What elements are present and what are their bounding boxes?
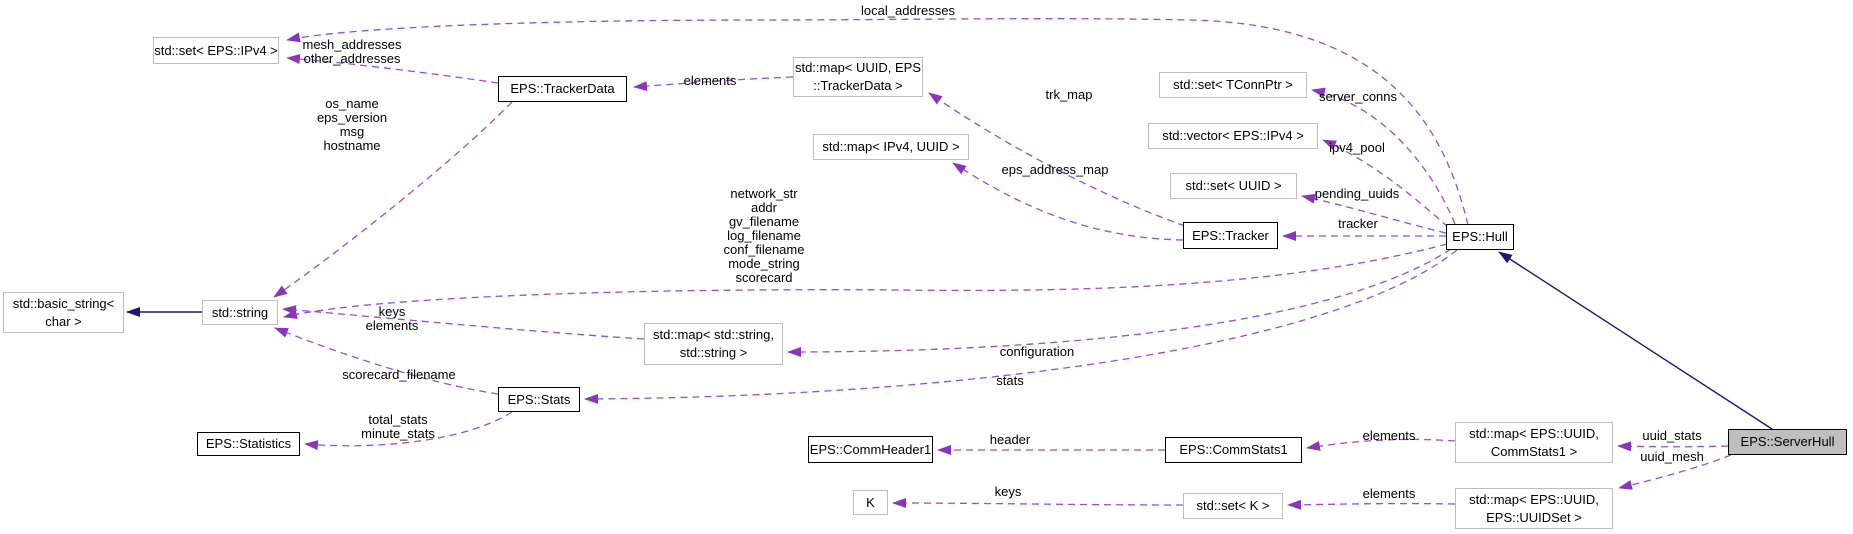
- node-map-ipv4-uuid[interactable]: std::map< IPv4, UUID >: [813, 134, 969, 160]
- edge-total-minute: [304, 411, 513, 451]
- edge-keys-elements: [282, 305, 645, 340]
- node-basic-string[interactable]: std::basic_string< char >: [3, 292, 124, 333]
- edge-uuid-stats: [1617, 441, 1729, 452]
- node-eps-stats[interactable]: EPS::Stats: [498, 387, 580, 412]
- edge-label-net-bundle: network_str addr gv_filename log_filenam…: [723, 186, 805, 285]
- node-eps-hull[interactable]: EPS::Hull: [1446, 224, 1514, 250]
- node-eps-trackerdata[interactable]: EPS::TrackerData: [498, 76, 627, 102]
- edge-label-scorecard-filename: scorecard_filename: [342, 367, 456, 382]
- edge-label-server-conns: server_conns: [1318, 89, 1398, 104]
- edge-elements-commstats: [1306, 438, 1456, 451]
- edge-label-keys-k: keys: [994, 484, 1022, 499]
- edge-label-header: header: [989, 432, 1031, 447]
- edge-trk-map: [928, 92, 1186, 227]
- edge-label-mesh-other: mesh_addresses other_addresses: [302, 37, 402, 66]
- node-eps-tracker[interactable]: EPS::Tracker: [1183, 222, 1278, 249]
- edge-label-trk-map: trk_map: [1045, 87, 1093, 102]
- edge-label-elements-uuidset: elements: [1362, 486, 1416, 501]
- edge-label-eps-address-map: eps_address_map: [1001, 162, 1109, 177]
- node-map-uuid-trackerdata[interactable]: std::map< UUID, EPS ::TrackerData >: [793, 57, 923, 97]
- node-std-string[interactable]: std::string: [202, 300, 278, 325]
- node-eps-commstats1[interactable]: EPS::CommStats1: [1165, 437, 1302, 463]
- node-map-uuid-uuidset[interactable]: std::map< EPS::UUID, EPS::UUIDSet >: [1455, 488, 1613, 529]
- edge-label-elements-commstats: elements: [1362, 428, 1416, 443]
- edge-elements-trackerdata: [633, 76, 794, 92]
- edge-server-conns: [1311, 87, 1456, 225]
- edge-keys-k: [892, 498, 1184, 509]
- edge-label-stats: stats: [996, 373, 1024, 388]
- node-vector-ipv4[interactable]: std::vector< EPS::IPv4 >: [1148, 123, 1318, 149]
- node-set-tconnptr[interactable]: std::set< TConnPtr >: [1159, 72, 1307, 98]
- node-map-uuid-commstats1[interactable]: std::map< EPS::UUID, CommStats1 >: [1455, 422, 1613, 463]
- node-eps-serverhull: EPS::ServerHull: [1728, 429, 1847, 455]
- edge-elements-uuidset: [1287, 499, 1456, 510]
- edge-label-local-addresses: local_addresses: [861, 3, 955, 18]
- edge-label-elements-trackerdata: elements: [683, 73, 737, 88]
- edge-scorecard-filename: [274, 327, 499, 395]
- edge-local-addresses: [286, 18, 1469, 226]
- node-k[interactable]: K: [853, 490, 888, 515]
- edge-eps-address-map: [952, 162, 1184, 241]
- edge-label-keys-elements: keys elements: [365, 304, 419, 333]
- edge-label-uuid-stats: uuid_stats: [1642, 428, 1702, 443]
- edge-label-uuid-mesh: uuid_mesh: [1640, 449, 1704, 464]
- node-map-string-string[interactable]: std::map< std::string, std::string >: [644, 323, 783, 365]
- node-set-uuid[interactable]: std::set< UUID >: [1170, 173, 1297, 199]
- node-set-k[interactable]: std::set< K >: [1183, 493, 1283, 519]
- edge-os-block: [273, 101, 513, 298]
- edge-mesh-other: [286, 54, 499, 84]
- edge-stats: [584, 249, 1458, 404]
- edge-label-configuration: configuration: [999, 344, 1075, 359]
- node-eps-statistics[interactable]: EPS::Statistics: [197, 432, 300, 456]
- node-eps-commheader1[interactable]: EPS::CommHeader1: [808, 436, 933, 463]
- edge-net-bundle: [283, 243, 1448, 319]
- edge-serverhull-inherit: [1498, 251, 1773, 430]
- edge-configuration: [787, 248, 1452, 357]
- edge-pending-uuids: [1301, 193, 1447, 234]
- edge-label-total-minute: total_stats minute_stats: [361, 412, 435, 441]
- edge-label-os-block: os_name eps_version msg hostname: [316, 96, 388, 153]
- edge-label-tracker: tracker: [1338, 216, 1378, 231]
- edge-label-pending-uuids: pending_uuids: [1314, 186, 1400, 201]
- node-set-ipv4[interactable]: std::set< EPS::IPv4 >: [153, 37, 279, 64]
- edge-label-ipv4-pool: ipv4_pool: [1329, 140, 1385, 155]
- edge-ipv4-pool: [1322, 139, 1449, 228]
